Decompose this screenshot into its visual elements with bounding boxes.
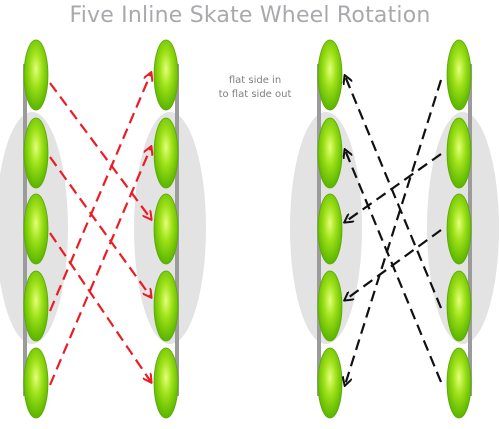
skate-2-before-wheel-4 — [317, 270, 343, 342]
skate-2-after-wheel-3 — [446, 193, 472, 265]
red-rotation-arrow-2-to-4 — [49, 156, 151, 297]
black-rotation-arrow-2-to-3 — [345, 153, 442, 222]
skate-1-before-wheel-1 — [23, 39, 49, 111]
skate-1-before-wheel-5 — [23, 347, 49, 419]
skate-1-after-wheel-1 — [153, 39, 179, 111]
rotation-note: flat side in to flat side out — [196, 74, 314, 102]
rotation-note-line-2: to flat side out — [218, 89, 292, 100]
rotation-note-line-1: flat side in — [228, 75, 282, 86]
skate-2-after-wheel-2 — [446, 117, 472, 189]
skate-2-before-wheel-1 — [317, 39, 343, 111]
skate-2-before-wheel-3 — [317, 193, 343, 265]
skate-2-before-wheel-2 — [317, 117, 343, 189]
black-rotation-arrow-4-to-1 — [345, 76, 443, 309]
black-rotation-arrow-1-to-5 — [345, 79, 443, 385]
skate-1-before-wheel-3 — [23, 193, 49, 265]
red-rotation-arrow-1-to-3 — [49, 82, 151, 219]
black-rotation-arrow-5-to-2 — [345, 150, 443, 383]
skate-1-after-wheel-5 — [153, 347, 179, 419]
skate-1-after-wheel-4 — [153, 270, 179, 342]
red-rotation-arrow-4-to-1 — [48, 73, 151, 312]
skate-2-after-wheel-5 — [446, 347, 472, 419]
red-rotation-arrow-3-to-5 — [49, 232, 151, 382]
skate-1-after-wheel-3 — [153, 193, 179, 265]
skate-2-after-wheel-1 — [446, 39, 472, 111]
skate-2-after-wheel-4 — [446, 270, 472, 342]
skate-1-before-wheel-4 — [23, 270, 49, 342]
skate-2-before-wheel-5 — [317, 347, 343, 419]
skate-1-before-wheel-2 — [23, 117, 49, 189]
diagram-title: Five Inline Skate Wheel Rotation — [69, 3, 431, 28]
skate-1-after-wheel-2 — [153, 117, 179, 189]
red-rotation-arrow-5-to-2 — [48, 147, 151, 386]
